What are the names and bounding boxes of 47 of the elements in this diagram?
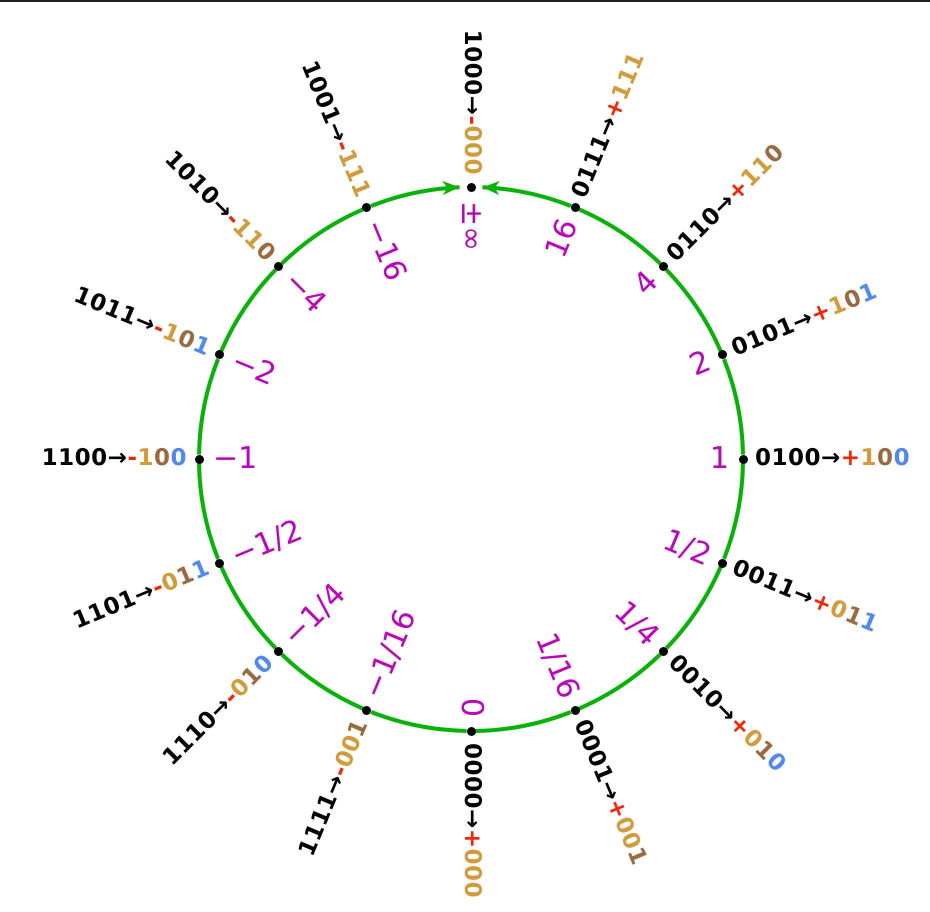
dot-icon xyxy=(274,646,284,656)
value-label: −1 xyxy=(213,444,258,474)
dot-icon xyxy=(658,646,668,656)
ring-arc xyxy=(280,653,364,710)
dot-icon xyxy=(466,726,476,736)
value-label: −16 xyxy=(358,214,410,285)
dot-icon xyxy=(738,454,748,464)
ring-arc xyxy=(578,653,662,710)
dot-icon xyxy=(194,454,204,464)
ring-arc xyxy=(475,710,572,733)
ring-arc xyxy=(197,358,220,455)
value-label: 1 xyxy=(710,444,729,474)
dot-icon xyxy=(466,182,476,192)
value-label: −1/16 xyxy=(358,606,422,704)
arrow xyxy=(482,182,572,208)
dot-icon xyxy=(362,706,372,715)
dot-icon xyxy=(215,350,224,360)
arrow xyxy=(370,182,460,208)
dot-icon xyxy=(570,203,580,212)
ring-arc xyxy=(370,710,467,733)
value-label: 2 xyxy=(686,346,716,382)
ring-arc xyxy=(665,566,722,650)
ring-arc xyxy=(280,208,364,265)
value-label: −1/2 xyxy=(226,516,306,572)
dot-icon xyxy=(570,706,580,715)
value-label: 1/2 xyxy=(659,525,716,572)
value-label: 1/16 xyxy=(530,629,584,704)
value-label: ±∞ xyxy=(456,201,486,252)
value-label: 0 xyxy=(456,698,486,717)
ring-arc xyxy=(665,268,722,352)
dot-icon xyxy=(215,558,224,568)
value-label: 4 xyxy=(629,266,664,301)
value-label: −2 xyxy=(226,346,280,392)
ring-arc xyxy=(220,268,277,352)
ring-arc xyxy=(722,358,745,455)
ring-arc xyxy=(220,566,277,650)
ring-arc xyxy=(197,463,220,560)
dot-icon xyxy=(274,262,284,272)
ring-arc xyxy=(578,208,662,265)
value-label: 16 xyxy=(541,214,584,262)
dot-icon xyxy=(718,558,727,568)
dot-icon xyxy=(362,203,372,212)
dot-icon xyxy=(658,262,668,272)
value-label: −4 xyxy=(278,266,330,318)
value-label: 1/4 xyxy=(608,596,664,652)
ring-arc xyxy=(722,463,745,560)
dot-icon xyxy=(718,350,727,360)
